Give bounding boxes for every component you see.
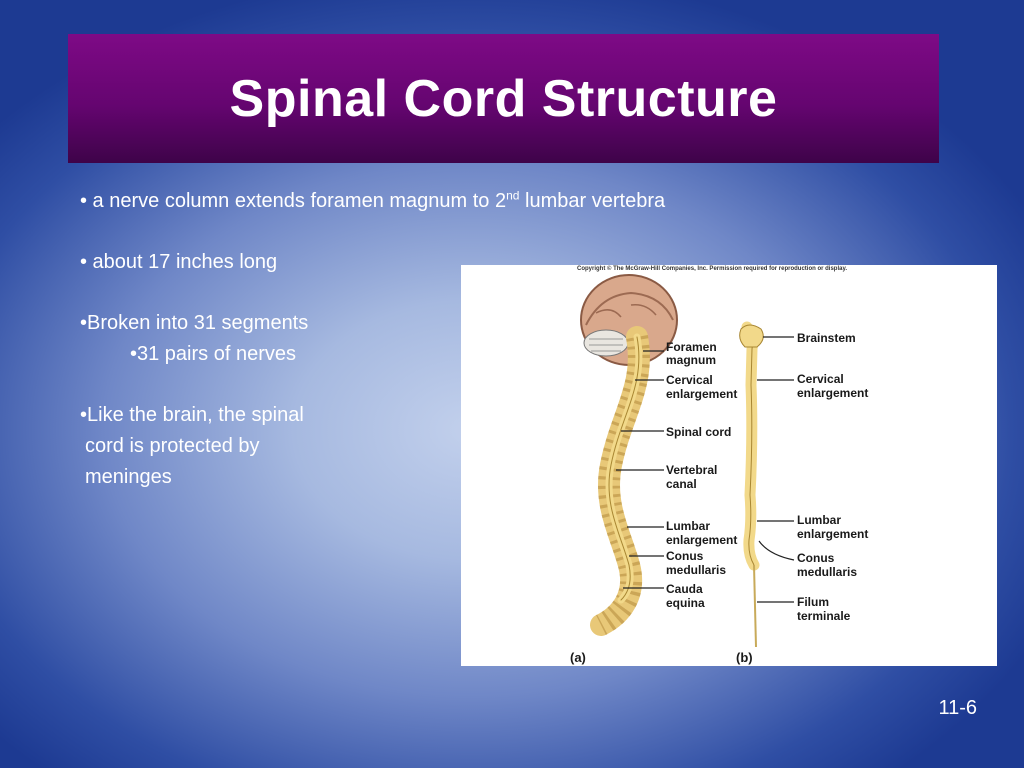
superscript: nd: [506, 188, 520, 203]
label-terminale: terminale: [797, 609, 851, 623]
brainstem-shape: [739, 324, 764, 348]
bullet-meninges-line3: meninges: [85, 466, 172, 488]
label-lumbar-b: Lumbar: [797, 513, 841, 527]
filum-terminale-line: [753, 564, 757, 648]
label-cauda: Cauda: [666, 582, 703, 596]
slide-title: Spinal Cord Structure: [229, 69, 778, 128]
slide-number: 11-6: [938, 697, 977, 719]
panel-a-label: (a): [570, 650, 586, 665]
panel-b-labels: Brainstem Cervical enlargement Lumbar en…: [797, 331, 868, 623]
copyright-notice: Copyright © The McGraw-Hill Companies, I…: [577, 265, 847, 272]
cerebellum-icon: [583, 329, 629, 357]
label-medullaris-a: medullaris: [666, 563, 726, 577]
panel-b-illustration: [739, 321, 764, 648]
label-conus-a: Conus: [666, 549, 704, 563]
bullet-meninges-line2: cord is protected by: [85, 435, 260, 457]
label-enlargement-a: enlargement: [666, 387, 737, 401]
label-canal: canal: [666, 477, 697, 491]
label-lumbar-a: Lumbar: [666, 519, 710, 533]
bullet-nerve-column: • a nerve column extends foramen magnum …: [80, 186, 665, 217]
label-lumbar-enlargement-b: enlargement: [797, 527, 868, 541]
label-magnum: magnum: [666, 353, 716, 367]
panel-b-label: (b): [736, 650, 753, 665]
bullet-pairs-of-nerves: •31 pairs of nerves: [130, 343, 296, 365]
label-equina: equina: [666, 596, 705, 610]
bullet-text: • a nerve column extends foramen magnum …: [80, 190, 507, 212]
panel-a-labels: Foramen magnum Cervical enlargement Spin…: [666, 340, 737, 610]
label-conus-b: Conus: [797, 551, 835, 565]
bullet-segments: •Broken into 31 segments: [80, 312, 309, 334]
bullet-meninges-line1: •Like the brain, the spinal: [80, 404, 304, 426]
label-vertebral: Vertebral: [666, 463, 717, 477]
label-medullaris-b: medullaris: [797, 565, 857, 579]
label-brainstem: Brainstem: [797, 331, 856, 345]
label-enlargement-b: enlargement: [797, 386, 868, 400]
label-foramen: Foramen: [666, 340, 717, 354]
bullet-length: • about 17 inches long: [80, 251, 278, 273]
spinal-cord-illustration: Copyright © The McGraw-Hill Companies, I…: [570, 265, 868, 665]
label-lumbar-enlargement-a: enlargement: [666, 533, 737, 547]
spinal-cord-figure: Copyright © The McGraw-Hill Companies, I…: [461, 265, 997, 666]
label-filum: Filum: [797, 595, 829, 609]
label-spinal-cord: Spinal cord: [666, 425, 731, 439]
title-bar: Spinal Cord Structure: [68, 34, 939, 163]
bullet-text: lumbar vertebra: [519, 190, 666, 212]
panel-a-illustration: [580, 274, 678, 636]
panel-b-leaders: [757, 336, 795, 603]
label-cervical-a: Cervical: [666, 373, 713, 387]
label-cervical-b: Cervical: [797, 372, 844, 386]
panel-a-leaders: [616, 350, 664, 589]
